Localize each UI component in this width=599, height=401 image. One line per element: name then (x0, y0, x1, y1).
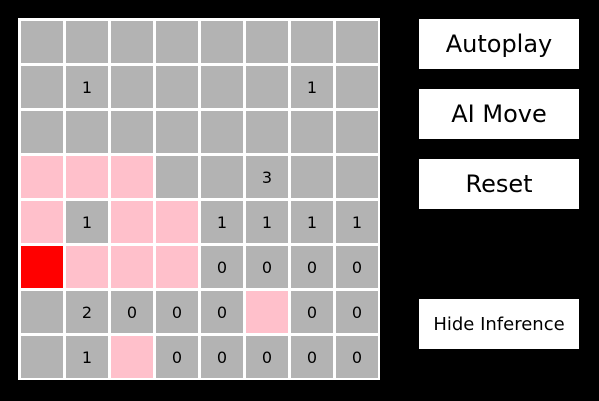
cell-unrevealed[interactable] (246, 21, 288, 63)
hide-inference-button[interactable]: Hide Inference (419, 299, 579, 349)
autoplay-button[interactable]: Autoplay (419, 19, 579, 69)
cell-number[interactable]: 3 (246, 156, 288, 198)
cell-unrevealed[interactable] (336, 66, 378, 108)
cell-inferred-mine[interactable] (111, 201, 153, 243)
cell-number[interactable]: 0 (111, 291, 153, 333)
cell-number[interactable]: 0 (336, 336, 378, 378)
cell-unrevealed[interactable] (66, 21, 108, 63)
cell-unrevealed[interactable] (21, 21, 63, 63)
cell-unrevealed[interactable] (21, 66, 63, 108)
cell-number[interactable]: 0 (201, 246, 243, 288)
cell-unrevealed[interactable] (201, 66, 243, 108)
cell-number[interactable]: 0 (156, 336, 198, 378)
cell-number[interactable]: 0 (291, 336, 333, 378)
cell-mine[interactable] (21, 246, 63, 288)
cell-inferred-mine[interactable] (156, 246, 198, 288)
cell-unrevealed[interactable] (336, 111, 378, 153)
cell-number[interactable]: 0 (246, 336, 288, 378)
cell-number[interactable]: 1 (66, 201, 108, 243)
cell-unrevealed[interactable] (156, 66, 198, 108)
cell-unrevealed[interactable] (21, 111, 63, 153)
cell-unrevealed[interactable] (111, 111, 153, 153)
cell-number[interactable]: 0 (156, 291, 198, 333)
cell-number[interactable]: 1 (336, 201, 378, 243)
cell-number[interactable]: 0 (246, 246, 288, 288)
cell-unrevealed[interactable] (336, 21, 378, 63)
reset-button[interactable]: Reset (419, 159, 579, 209)
cell-unrevealed[interactable] (111, 21, 153, 63)
cell-inferred-mine[interactable] (66, 156, 108, 198)
ai-move-button[interactable]: AI Move (419, 89, 579, 139)
cell-number[interactable]: 1 (291, 66, 333, 108)
cell-inferred-mine[interactable] (21, 201, 63, 243)
cell-inferred-mine[interactable] (111, 246, 153, 288)
cell-unrevealed[interactable] (291, 111, 333, 153)
cell-inferred-mine[interactable] (156, 201, 198, 243)
cell-unrevealed[interactable] (156, 21, 198, 63)
cell-unrevealed[interactable] (156, 156, 198, 198)
cell-number[interactable]: 0 (291, 246, 333, 288)
cell-inferred-mine[interactable] (21, 156, 63, 198)
cell-inferred-mine[interactable] (111, 156, 153, 198)
cell-number[interactable]: 0 (291, 291, 333, 333)
cell-inferred-mine[interactable] (111, 336, 153, 378)
cell-inferred-mine[interactable] (246, 291, 288, 333)
cell-unrevealed[interactable] (246, 111, 288, 153)
cell-unrevealed[interactable] (201, 21, 243, 63)
cell-number[interactable]: 0 (201, 336, 243, 378)
cell-unrevealed[interactable] (291, 21, 333, 63)
cell-unrevealed[interactable] (246, 66, 288, 108)
cell-number[interactable]: 0 (201, 291, 243, 333)
cell-inferred-mine[interactable] (66, 246, 108, 288)
cell-unrevealed[interactable] (201, 156, 243, 198)
cell-unrevealed[interactable] (66, 111, 108, 153)
cell-number[interactable]: 1 (201, 201, 243, 243)
cell-number[interactable]: 1 (246, 201, 288, 243)
cell-unrevealed[interactable] (336, 156, 378, 198)
cell-unrevealed[interactable] (201, 111, 243, 153)
cell-unrevealed[interactable] (21, 336, 63, 378)
cell-unrevealed[interactable] (21, 291, 63, 333)
cell-number[interactable]: 2 (66, 291, 108, 333)
cell-unrevealed[interactable] (156, 111, 198, 153)
cell-number[interactable]: 1 (291, 201, 333, 243)
cell-unrevealed[interactable] (111, 66, 153, 108)
cell-number[interactable]: 1 (66, 66, 108, 108)
cell-unrevealed[interactable] (291, 156, 333, 198)
cell-number[interactable]: 0 (336, 291, 378, 333)
cell-number[interactable]: 1 (66, 336, 108, 378)
cell-number[interactable]: 0 (336, 246, 378, 288)
